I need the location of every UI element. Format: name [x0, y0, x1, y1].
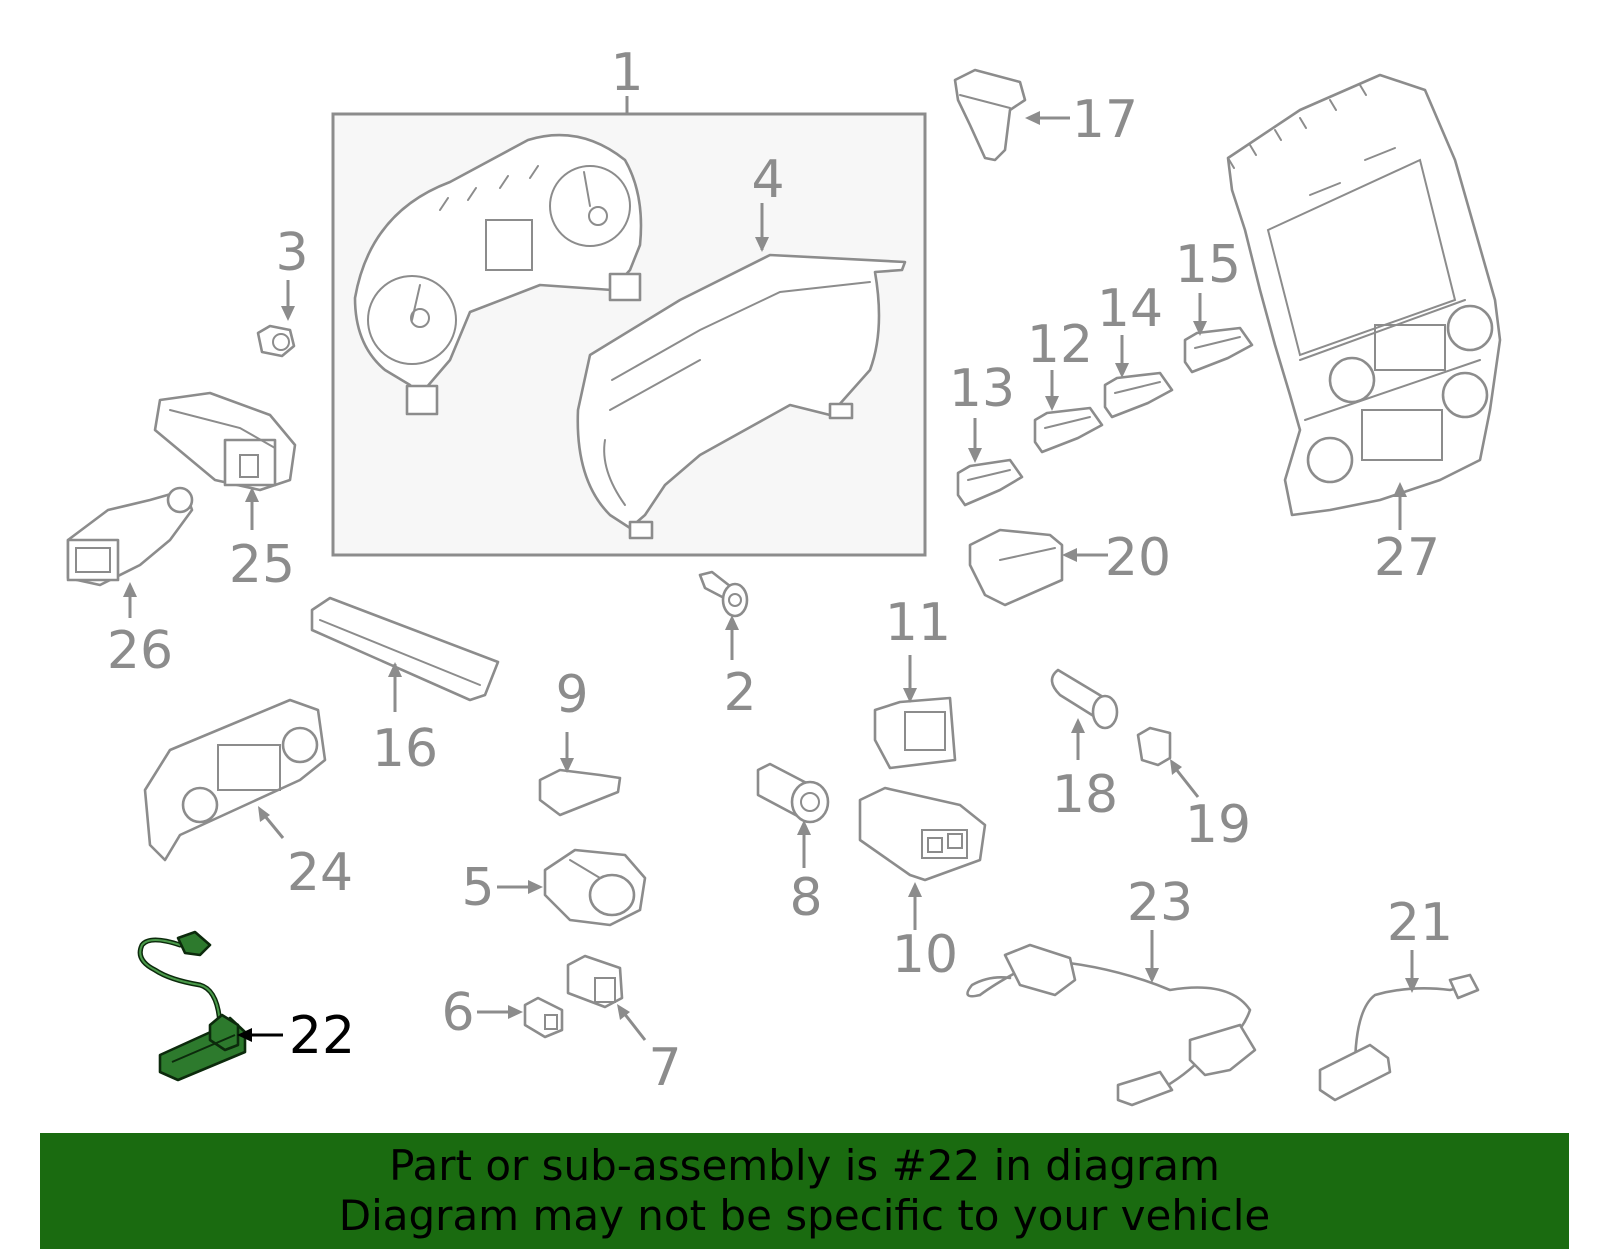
module-part-11	[873, 696, 957, 770]
callout-26: 26	[107, 621, 173, 681]
callout-15: 15	[1175, 235, 1241, 295]
callout-7: 7	[648, 1038, 681, 1098]
callout-19: 19	[1185, 795, 1251, 855]
footer-line-1: Part or sub-assembly is #22 in diagram	[389, 1141, 1220, 1190]
clip-part-19	[1136, 726, 1172, 767]
switch-part-15	[1183, 326, 1254, 374]
callout-6: 6	[441, 983, 474, 1043]
screw-part-2	[698, 570, 749, 618]
clip-part-7	[566, 954, 624, 1009]
cluster-housing-part	[576, 253, 907, 540]
callout-18: 18	[1052, 765, 1118, 825]
outlet-part-10	[858, 786, 987, 882]
footer-banner: Part or sub-assembly is #22 in diagram D…	[40, 1133, 1569, 1249]
bracket-part-9	[538, 768, 622, 817]
callout-13: 13	[949, 359, 1015, 419]
bezel-part-20	[968, 528, 1064, 607]
callout-22: 22	[289, 1006, 355, 1066]
climate-control-part-24	[143, 698, 327, 862]
callout-21: 21	[1387, 893, 1453, 953]
callout-1: 1	[610, 43, 643, 103]
callout-4: 4	[751, 150, 784, 210]
clip-part-6	[523, 996, 564, 1039]
callout-20: 20	[1105, 528, 1171, 588]
callout-11: 11	[885, 593, 951, 653]
callout-8: 8	[789, 868, 822, 928]
callout-3: 3	[275, 223, 308, 283]
callout-23: 23	[1127, 873, 1193, 933]
nut-part	[256, 324, 296, 358]
socket-part-26	[66, 486, 194, 587]
center-bezel-part-27	[1226, 73, 1502, 517]
callout-10: 10	[892, 925, 958, 985]
switch-part-14	[1103, 371, 1174, 419]
callout-17: 17	[1072, 90, 1138, 150]
switch-part-5	[543, 848, 647, 927]
footer-line-2: Diagram may not be specific to your vehi…	[338, 1191, 1271, 1240]
callout-25: 25	[229, 535, 295, 595]
switch-part-25	[153, 391, 297, 492]
switch-part-13	[956, 458, 1024, 507]
vent-part-16	[310, 596, 500, 702]
pin-part-18	[1050, 668, 1119, 730]
callout-5: 5	[461, 858, 494, 918]
highlighted-part-22	[137, 930, 247, 1082]
callout-24: 24	[287, 843, 353, 903]
lighter-part-8	[756, 762, 830, 824]
light-part-21	[1318, 973, 1480, 1102]
callout-27: 27	[1374, 528, 1440, 588]
callout-9: 9	[555, 665, 588, 725]
switch-part-12	[1033, 406, 1104, 454]
callout-16: 16	[372, 719, 438, 779]
harness-part-23	[966, 943, 1257, 1107]
callout-12: 12	[1027, 315, 1093, 375]
cluster-face-part	[353, 133, 643, 416]
knob-part-17	[953, 68, 1027, 162]
callout-2: 2	[723, 663, 756, 723]
callout-14: 14	[1097, 279, 1163, 339]
